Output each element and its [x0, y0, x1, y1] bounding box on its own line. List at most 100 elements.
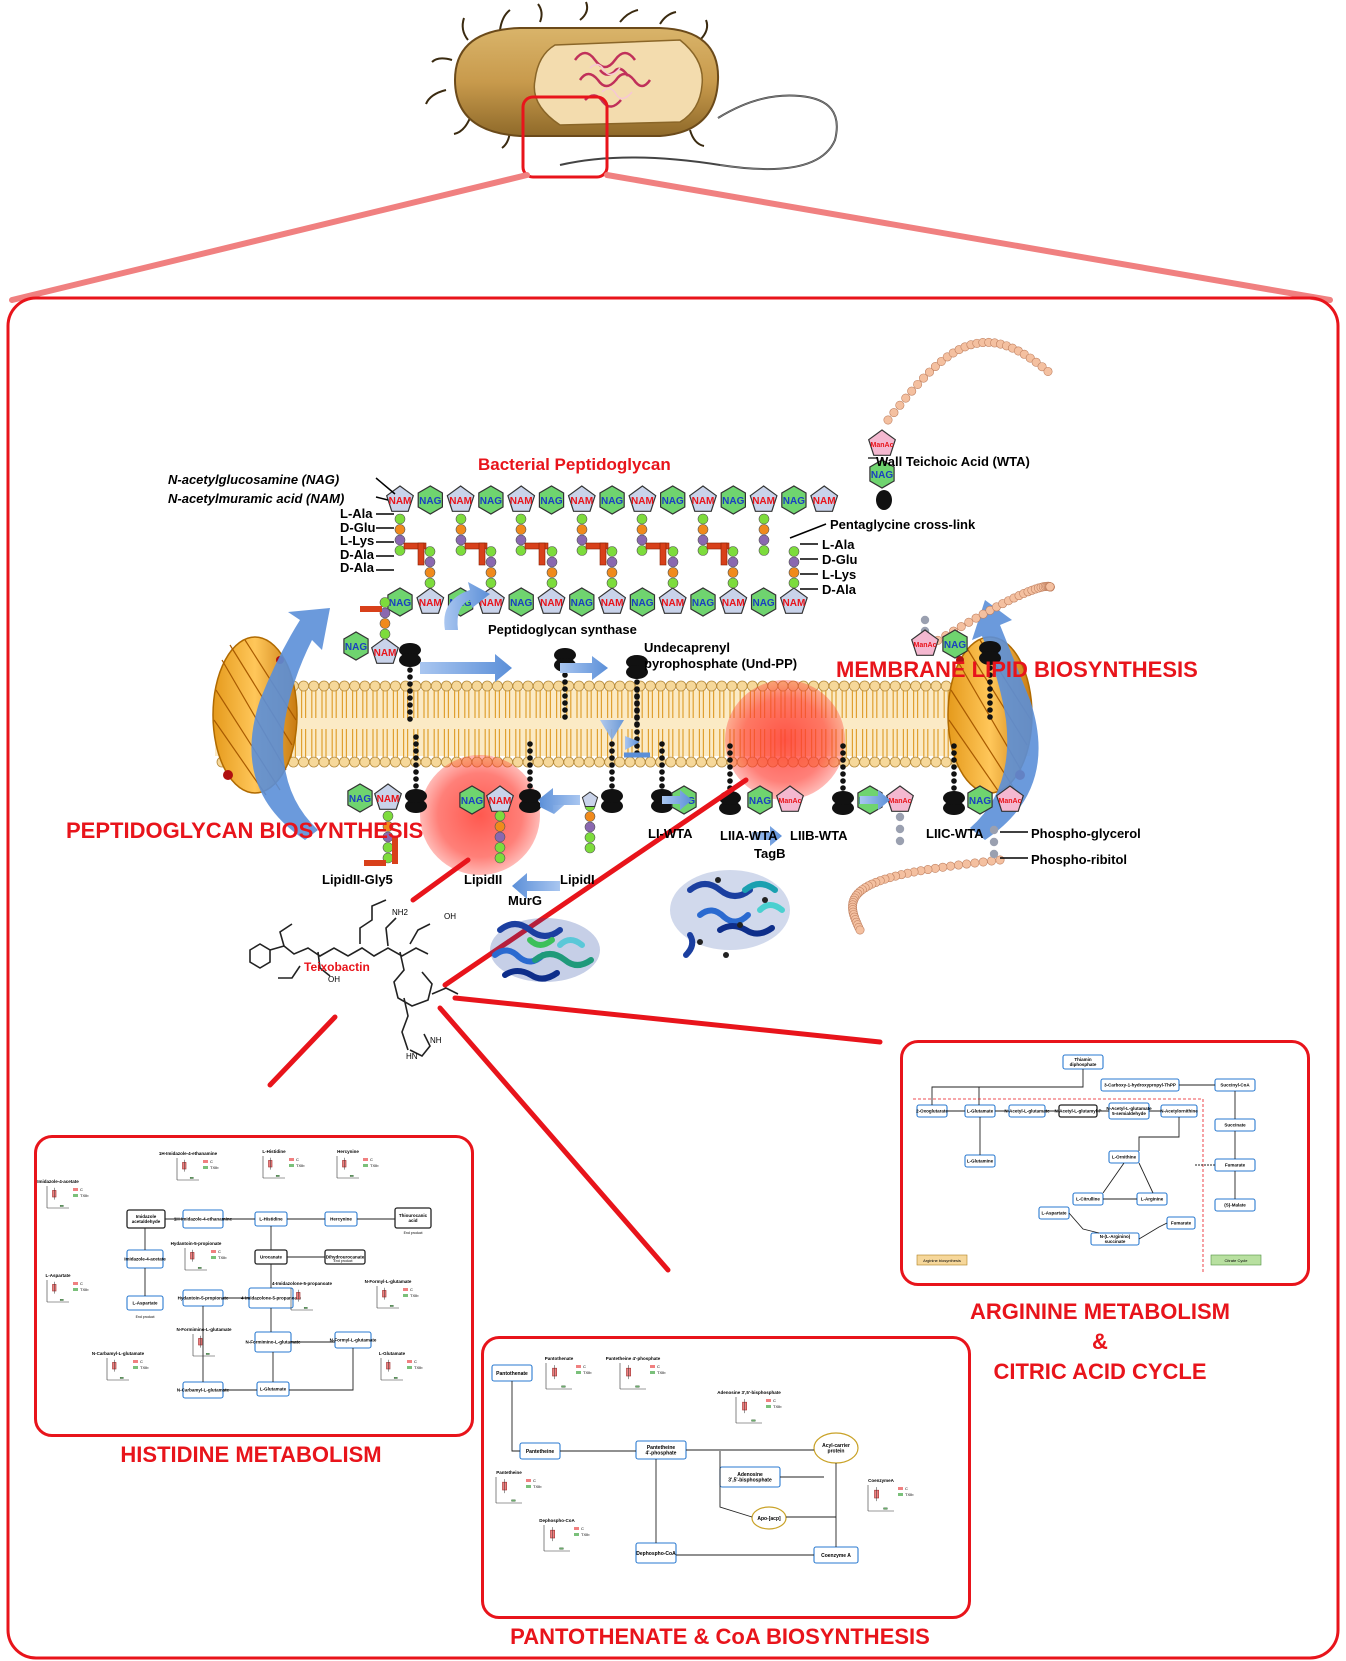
legend-swatch-c	[403, 1288, 408, 1291]
murg-protein	[490, 918, 600, 982]
box-plot-title: CoenzymeA	[868, 1478, 895, 1483]
legend-t: TXIb	[657, 1370, 666, 1375]
amino-acid-bead	[380, 619, 390, 629]
undecaprenyl-bead	[527, 755, 533, 761]
box-plot-title: N-Formimino-L-glutamate	[177, 1327, 232, 1332]
lipid-head	[380, 681, 390, 691]
pathway-node: Succinyl-CoA	[1215, 1079, 1255, 1091]
pantothenate-pathway: PantothenatePantetheinePantetheine4'-pho…	[484, 1339, 968, 1616]
node-label: 4'-phosphate	[646, 1451, 677, 1457]
pathway-node: L-Arginine	[1137, 1193, 1167, 1205]
nag-sugar: NAG	[479, 486, 503, 514]
glycerol-bead	[990, 850, 998, 858]
undecaprenyl-bead	[634, 722, 640, 728]
lipid-head	[339, 681, 349, 691]
pg-biosynthesis-title: PEPTIDOGLYCAN BIOSYNTHESIS	[66, 818, 423, 844]
node-label: Hydantoin-5-propionate	[178, 1296, 229, 1301]
undecaprenyl-bead	[987, 693, 993, 699]
lipid-head	[462, 681, 472, 691]
tagb-label: TagB	[754, 846, 786, 861]
svg-text:NAM: NAM	[540, 598, 563, 609]
legend-c: C	[370, 1157, 373, 1162]
node-label: N-Formyl-L-glutamate	[330, 1338, 377, 1343]
node-label: Coenzyme A	[821, 1553, 851, 1559]
amino-acid-bead	[456, 535, 466, 545]
amino-acid-bead	[456, 525, 466, 535]
lipid-head	[421, 681, 431, 691]
amino-acid-bead	[759, 514, 769, 524]
node-label: L-Glutamate	[260, 1387, 287, 1392]
pathway-node: N-Carbamyl-L-glutamate	[177, 1382, 230, 1398]
svg-text:NAG: NAG	[510, 598, 532, 609]
histidine-title: HISTIDINE METABOLISM	[34, 1442, 468, 1468]
legend-swatch-c	[650, 1365, 655, 1368]
svg-text:ManAc: ManAc	[889, 798, 912, 805]
pyrophosphate	[832, 791, 854, 805]
ribitol-bead	[996, 856, 1004, 864]
lipid-head	[350, 757, 360, 767]
legend-t: TXIb	[533, 1484, 542, 1489]
nam-sugar: NAM	[629, 486, 656, 511]
undecaprenyl-bead	[840, 750, 846, 756]
legend-t: TXIb	[583, 1370, 592, 1375]
undecaprenyl-bead	[727, 764, 733, 770]
nam-sugar: NAM	[599, 588, 626, 613]
box-t	[562, 1386, 566, 1387]
end-product-label: End product	[404, 1231, 423, 1235]
box-t	[190, 1177, 193, 1178]
nam-sugar	[582, 792, 597, 807]
undecaprenyl-bead	[987, 686, 993, 692]
leader-line	[376, 497, 388, 500]
box-plot: PantetheineCTXIb	[496, 1470, 542, 1503]
undecaprenyl-bead	[413, 741, 419, 747]
undecaprenyl-bead	[659, 741, 665, 747]
lipid-head	[707, 757, 717, 767]
undecaprenyl-bead	[609, 755, 615, 761]
liic-wta-label: LIIC-WTA	[926, 826, 984, 841]
arginine-panel: Thiamindiphosphate3-Carboxy-1-hydroxypro…	[900, 1040, 1310, 1286]
lipid-head	[849, 757, 859, 767]
pyrophosphate	[399, 653, 421, 667]
undecaprenyl-bead	[562, 686, 568, 692]
right-stem-labels: L-Ala D-Glu L-Lys D-Ala	[822, 537, 857, 597]
ribitol-bead	[884, 416, 892, 424]
pentaglycine-crosslink	[660, 543, 666, 565]
legend-t: TXIb	[210, 1165, 219, 1170]
svg-text:NAG: NAG	[419, 496, 441, 507]
svg-text:NAG: NAG	[345, 642, 367, 653]
pathway-node: L-Histidine	[255, 1212, 287, 1226]
undecaprenyl-bead	[659, 748, 665, 754]
undecaprenyl-bead	[840, 771, 846, 777]
amino-acid-bead	[759, 546, 769, 556]
box-plot-title: Pantothenate	[545, 1356, 574, 1361]
pathway-node: N-(L-Arginino)succinate	[1091, 1233, 1139, 1245]
undecaprenyl-bead	[727, 743, 733, 749]
undecaprenyl-bead	[527, 769, 533, 775]
amino-acid-bead	[607, 578, 617, 588]
nag-sugar: NAG	[344, 632, 368, 660]
svg-text:NAM: NAM	[377, 794, 400, 805]
nam-sugar: NAM	[781, 588, 808, 613]
svg-text:NAM: NAM	[510, 496, 533, 507]
pyrophosphate	[943, 791, 965, 805]
lipid-head	[594, 681, 604, 691]
undecaprenyl-bead	[634, 694, 640, 700]
ribitol-bead	[890, 408, 898, 416]
box-plot-title: N-Formyl-L-glutamate	[365, 1279, 412, 1284]
amino-acid-bead	[547, 568, 557, 578]
nag-sugar: NAG	[752, 588, 776, 616]
phosphate-linker	[876, 490, 892, 510]
pathway-node: Fumarate	[1167, 1217, 1195, 1229]
lipid-head	[523, 681, 533, 691]
undecaprenyl-bead	[413, 748, 419, 754]
box-plot-title: L-Histidine	[262, 1149, 286, 1154]
node-label: (S)-Malate	[1224, 1203, 1246, 1208]
legend-c: C	[905, 1486, 908, 1491]
legend-swatch-t	[766, 1405, 771, 1408]
undecaprenyl-bead	[407, 667, 413, 673]
undecaprenyl-bead	[840, 757, 846, 763]
legend-swatch-t	[363, 1164, 368, 1167]
manac-sugar: ManAc	[887, 786, 914, 811]
